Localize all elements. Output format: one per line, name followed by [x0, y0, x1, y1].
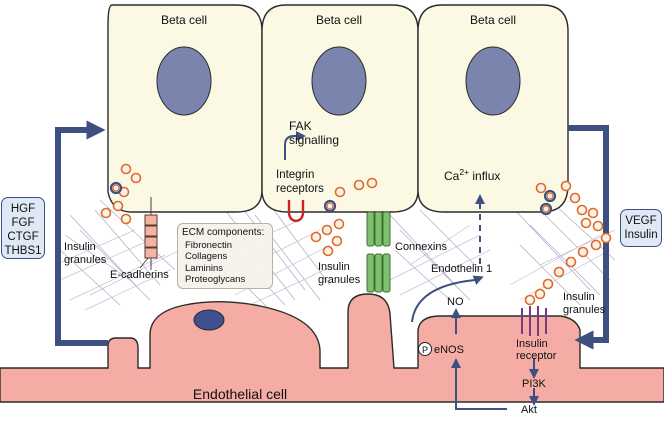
factor-vegf: VEGF [625, 215, 657, 227]
connexins-label: Connexins [395, 241, 447, 253]
insulin-receptor-label-1: Insulin [516, 338, 548, 350]
ecm-item: Collagens [185, 251, 228, 262]
e-cadherins-label: E-cadherins [110, 269, 169, 281]
phospho-circle [418, 342, 432, 356]
factor-thbs1: THBS1 [4, 245, 42, 257]
factor-ctgf: CTGF [7, 231, 39, 243]
insulin-granules [100, 163, 612, 306]
nucleus-right [465, 46, 521, 116]
e-cadherin-stack [144, 214, 158, 259]
beta-cell-label-right: Beta cell [470, 13, 516, 27]
insulin-granules-right-1: Insulin [563, 291, 595, 303]
endothelin-label: Endothelin 1 [431, 263, 492, 275]
ecm-item: Laminins [185, 262, 224, 274]
right-factor-box: VEGF Insulin [620, 209, 662, 247]
no-label: NO [447, 296, 464, 308]
insulin-granules-left-2: granules [64, 254, 107, 266]
left-feedback-arrow [55, 120, 108, 346]
insulin-granules-mid-2: granules [318, 274, 361, 286]
fak-label-1: FAK [289, 119, 312, 133]
beta-cell-label-left: Beta cell [161, 13, 207, 27]
nuclei [156, 46, 521, 116]
integrin-receptor [287, 200, 305, 223]
insulin-receptor-label-2: receptor [516, 350, 557, 362]
nucleus-left [156, 46, 212, 116]
docked-granules [109, 181, 557, 216]
akt-label: Akt [521, 404, 537, 416]
akt-loop-arrow [451, 358, 507, 410]
endothelial-cell-shapes [0, 293, 664, 403]
ecm-item: Proteoglycans [185, 274, 246, 285]
integrin-label-2: receptors [276, 183, 324, 195]
left-factor-box: HGF FGF CTGF THBS1 [1, 197, 45, 259]
insulin-receptor [521, 306, 547, 336]
ecm-components-box: ECM components: Fibronectin Collagens La… [177, 223, 273, 289]
integrin-label-1: Integrin [276, 169, 314, 181]
ecm-title: ECM components: [182, 227, 265, 238]
insulin-granules-mid-1: Insulin [318, 261, 350, 273]
enos-label: eNOS [434, 344, 464, 356]
insulin-granules-right-2: granules [563, 304, 606, 316]
nucleus-middle [311, 46, 367, 116]
factor-fgf: FGF [11, 217, 35, 229]
endothelin-arrow [411, 275, 484, 323]
connexin-channels [366, 211, 391, 293]
insulin-granules-left-1: Insulin [64, 241, 96, 253]
beta-cell-label-middle: Beta cell [316, 13, 362, 27]
fak-arrow [284, 131, 306, 160]
fak-label-2: signalling [289, 133, 339, 147]
endothelial-nucleus [193, 309, 225, 331]
calcium-label: Ca2+ influx [444, 167, 500, 183]
ecm-item: Fibronectin [185, 239, 232, 251]
ecm-fibres [54, 199, 616, 311]
pi3k-label: PI3K [522, 378, 547, 390]
phospho-label: P [422, 345, 428, 355]
endothelial-cell-label: Endothelial cell [193, 386, 287, 402]
factor-insulin: Insulin [624, 229, 658, 241]
factor-hgf: HGF [10, 203, 36, 215]
